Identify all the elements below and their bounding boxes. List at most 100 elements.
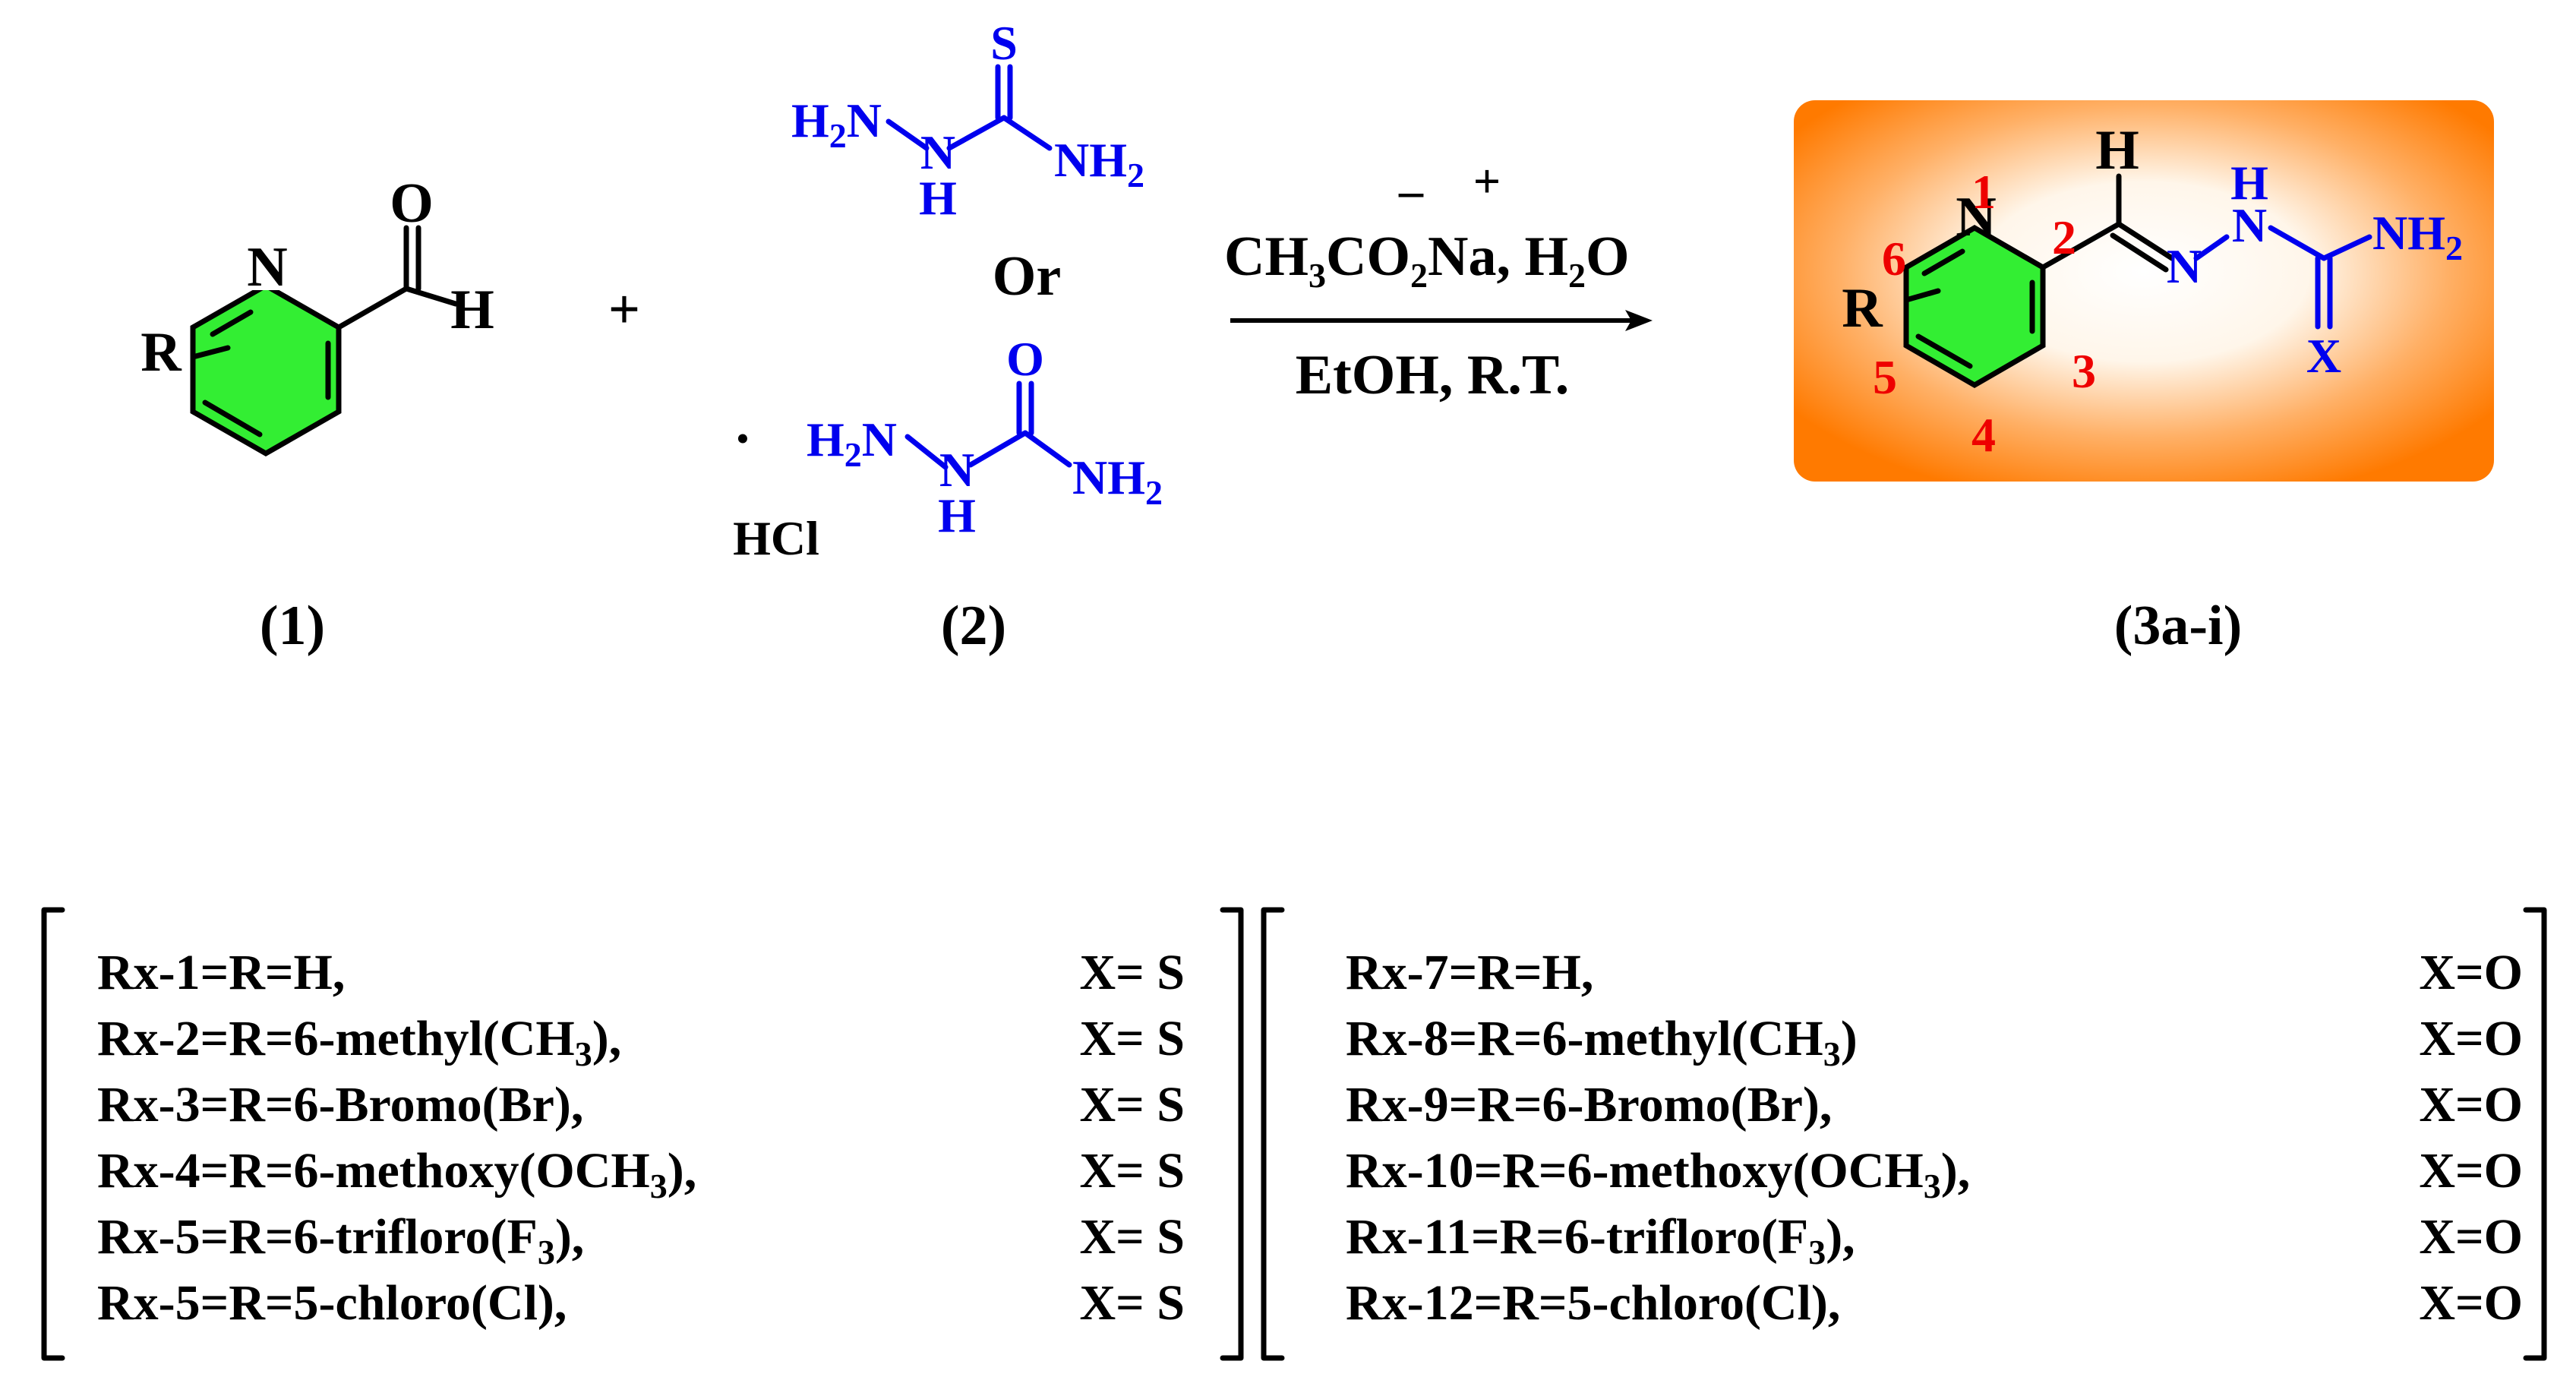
substituent-row-left-3: Rx-3=R=6-Bromo(Br), (97, 1077, 583, 1132)
n-c-bond (968, 430, 1028, 468)
substituent-row-right-3: Rx-9=R=6-Bromo(Br), (1346, 1077, 1832, 1132)
x-value-left-3: X= S (1080, 1077, 1185, 1132)
reagent-na-h: Na, H (1428, 226, 1568, 288)
hydrazone-nh-h: H (2230, 156, 2268, 210)
substituent-bond (1903, 288, 1941, 303)
substituent-table: Rx-1=R=H,X= SRx-2=R=6-methyl(CH3),X= SRx… (41, 907, 2547, 1361)
semi-h2n-sub: 2 (844, 435, 862, 474)
thio-nh2: NH (1054, 133, 1127, 187)
svg-text:H2N: H2N (807, 412, 897, 474)
left-table-close-bracket (1220, 907, 1244, 1361)
reaction-conditions: CH3CO2Na, H2O – + EtOH, R.T. (1224, 154, 1653, 406)
or-label: Or (993, 245, 1061, 308)
n-c-bond (946, 115, 1007, 151)
c-nh2-bond (1022, 430, 1072, 468)
substituent-row-right-4: Rx-10=R=6-methoxy(OCH3), (1346, 1143, 1970, 1205)
position-4: 4 (1971, 408, 1996, 462)
n-n-bond (904, 434, 949, 470)
semi-oxygen: O (1006, 332, 1044, 386)
reagent-co-sub: 2 (1410, 256, 1428, 295)
aldehyde-hydrogen: H (450, 279, 494, 341)
substituent-row-left-1: Rx-1=R=H, (97, 945, 345, 1000)
svg-text:NH2: NH2 (2372, 206, 2463, 267)
aldehyde-oxygen: O (390, 172, 434, 235)
thio-nh2-sub: 2 (1127, 156, 1144, 194)
carbonyl-carbon-bond (336, 286, 409, 330)
thio-h2n-h: H (791, 93, 829, 147)
product-structure: N H N N H NH2 X R 1 2 3 4 5 6 (1842, 119, 2463, 462)
left-substituent-list: Rx-1=R=H,X= SRx-2=R=6-methyl(CH3),X= SRx… (97, 945, 1185, 1331)
substituent-row-right-2: Rx-8=R=6-methyl(CH3) (1346, 1011, 1858, 1073)
semi-nh2: NH (1072, 450, 1145, 504)
svg-text:CH3CO2Na, H2O: CH3CO2Na, H2O (1224, 226, 1630, 295)
right-substituent-list: Rx-7=R=H, X=O Rx-8=R=6-methyl(CH3) X=O Rx-9=… (1346, 945, 2523, 1331)
substituent-row-right-5: Rx-11=R=6-trifloro(F3), (1346, 1209, 1855, 1271)
semi-h2n-h: H (807, 412, 844, 466)
hydrazone-nh-n: N (2232, 198, 2267, 252)
hcl-dot: · (734, 408, 753, 470)
ring-methine-bond (2040, 221, 2122, 270)
right-table-close-bracket (2523, 907, 2547, 1361)
substituent-bond (190, 345, 231, 360)
ring1-double-bond (202, 400, 263, 437)
n-n-bond (2193, 234, 2230, 261)
product-x: X (2306, 329, 2341, 383)
reactant-2-label: (2) (941, 595, 1006, 657)
product-substituent-r: R (1842, 277, 1883, 340)
semi-h2n-n: N (862, 412, 897, 466)
hcl-label: HCl (733, 511, 819, 565)
methine-hydrogen: H (2095, 119, 2139, 182)
x-value-right-6: X=O (2419, 1275, 2523, 1331)
thio-nh-h: H (919, 171, 957, 225)
ring1-double-bond (210, 309, 254, 337)
minus-charge: – (1398, 163, 1424, 217)
substituent-r: R (140, 321, 182, 384)
ring-nitrogen: N (247, 236, 287, 298)
svg-text:NH2: NH2 (1054, 133, 1144, 194)
reagent-co: CO (1326, 226, 1410, 288)
x-value-left-1: X= S (1080, 945, 1185, 1000)
x-value-left-6: X= S (1080, 1275, 1185, 1331)
substituent-row-left-4: Rx-4=R=6-methoxy(OCH3), (97, 1143, 696, 1205)
plus-charge: + (1473, 154, 1501, 208)
position-2: 2 (2052, 210, 2076, 264)
semi-nh-h: H (938, 488, 976, 542)
position-3: 3 (2072, 344, 2096, 398)
semicarbazide-structure: H2N N H O NH2 (807, 332, 1163, 542)
plus-sign: + (608, 279, 640, 341)
reagent-ch: CH (1224, 226, 1309, 288)
reactant-1-label: (1) (260, 595, 325, 657)
x-value-left-2: X= S (1080, 1011, 1185, 1066)
position-1: 1 (1971, 165, 1996, 219)
semi-nh-n: N (939, 443, 974, 497)
product-highlight-box (1794, 100, 2494, 482)
x-value-right-5: X=O (2419, 1209, 2523, 1265)
position-6: 6 (1882, 232, 1906, 286)
substituent-row-right-1: Rx-7=R=H, (1346, 945, 1593, 1000)
thio-h2n-sub: 2 (829, 116, 847, 155)
ring-double-bond (1921, 248, 1965, 276)
imine-double-bond (2110, 232, 2169, 273)
aldehyde-h-bond (403, 286, 459, 307)
substituent-row-right-6: Rx-12=R=5-chloro(Cl), (1346, 1275, 1840, 1331)
x-value-right-3: X=O (2419, 1077, 2523, 1132)
substituent-row-left-5: Rx-5=R=6-trifloro(F3), (97, 1209, 584, 1271)
right-table-open-bracket (1261, 907, 1285, 1361)
x-value-right-1: X=O (2419, 945, 2523, 1000)
thio-sulfur: S (990, 16, 1018, 70)
left-table-open-bracket (41, 907, 65, 1361)
substituent-row-left-6: Rx-5=R=5-chloro(Cl), (97, 1275, 567, 1331)
reagent-o: O (1586, 226, 1630, 288)
reagent-ch-sub: 3 (1309, 256, 1326, 295)
x-value-left-4: X= S (1080, 1143, 1185, 1199)
c-nh2-bond (1001, 115, 1053, 151)
solvent-conditions: EtOH, R.T. (1296, 344, 1569, 406)
svg-text:H2N: H2N (791, 93, 882, 155)
n-n-bond (886, 118, 930, 151)
n-c-bond (2268, 225, 2327, 261)
imine-nitrogen: N (2167, 239, 2202, 293)
svg-text:NH2: NH2 (1072, 450, 1163, 512)
position-5: 5 (1873, 350, 1897, 404)
c-nh2-bond (2321, 234, 2372, 261)
